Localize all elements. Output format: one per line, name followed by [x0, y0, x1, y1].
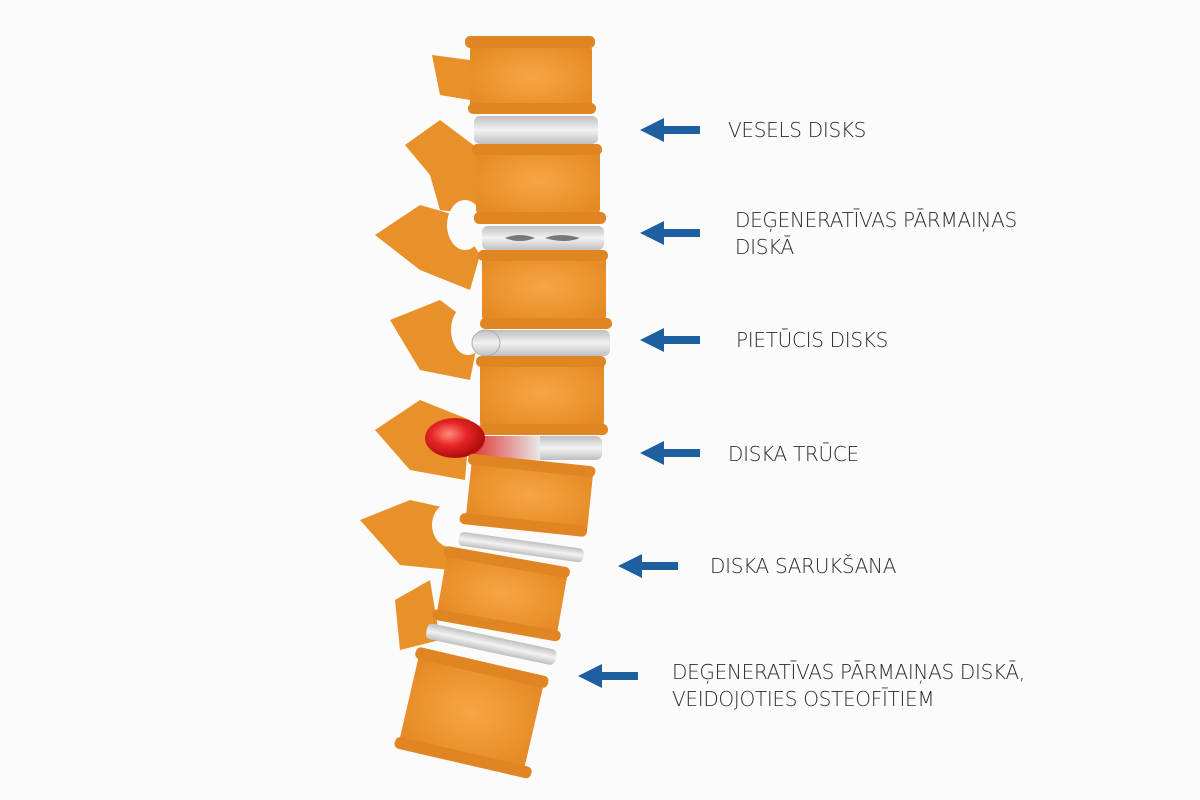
degenerated-disc [482, 226, 604, 250]
arrow-icon [578, 664, 638, 688]
label-line: PIETŪCIS DISKS [736, 328, 888, 352]
shrunk-disc [458, 532, 584, 563]
arrow-icon [640, 118, 700, 142]
label-line: VESELS DISKS [728, 118, 867, 142]
vertebra-6 [432, 546, 570, 642]
vertebra-7 [394, 647, 549, 779]
arrow-icon [618, 554, 678, 578]
arrow-icon [640, 328, 700, 352]
vertebra-1 [465, 36, 596, 114]
arrows [578, 118, 700, 688]
vertebra-2 [472, 144, 606, 224]
label-herniated-disc: DISKA TRŪCE [728, 441, 859, 468]
osteophyte-disc [425, 623, 557, 665]
label-bulging-disc: PIETŪCIS DISKS [736, 327, 888, 354]
disc-degeneration-marks [505, 235, 580, 241]
label-degenerative-changes: DEĢENERATĪVAS PĀRMAIŅAS DISKĀ [735, 207, 1017, 261]
herniation [425, 418, 485, 458]
label-osteophytes: DEĢENERATĪVAS PĀRMAIŅAS DISKĀ, VEIDOJOTIE… [672, 659, 1025, 713]
label-line: DISKĀ [735, 235, 794, 259]
vertebra-3 [478, 250, 612, 329]
disc-bulge [471, 329, 501, 357]
arrow-icon [640, 441, 700, 465]
vertebra-5 [459, 453, 596, 537]
label-line: DISKA SARUKŠANA [710, 554, 897, 578]
label-healthy-disc: VESELS DISKS [728, 117, 866, 144]
label-line: VEIDOJOTIES OSTEOFĪTIEM [672, 687, 935, 711]
healthy-disc [474, 116, 598, 144]
label-line: DISKA TRŪCE [728, 442, 859, 466]
label-disc-shrinkage: DISKA SARUKŠANA [710, 553, 896, 580]
arrow-icon [640, 221, 700, 245]
bulging-disc [484, 330, 610, 356]
vertebra-4 [476, 356, 608, 435]
label-line: DEĢENERATĪVAS PĀRMAIŅAS DISKĀ, [672, 660, 1025, 684]
label-line: DEĢENERATĪVAS PĀRMAIŅAS [735, 208, 1017, 232]
